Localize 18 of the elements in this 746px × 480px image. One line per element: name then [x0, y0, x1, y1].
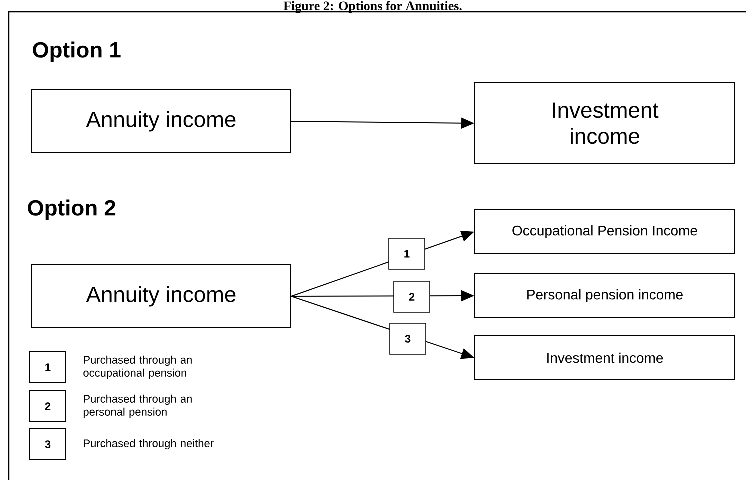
- option-heading: Option 2: [28, 200, 116, 220]
- figure-title: Figure 2: Options for Annuities.: [284, 1, 462, 14]
- option-heading: Option 1: [33, 42, 121, 62]
- income-box: Annuity income: [32, 264, 292, 328]
- key-text: Purchased through an personal pension: [84, 394, 192, 418]
- key-box: 2: [30, 390, 66, 422]
- key-box: 3: [30, 428, 66, 460]
- edge-label: 3: [390, 323, 426, 355]
- key-text: Purchased through an occupational pension: [84, 356, 192, 380]
- key-text: Purchased through neither: [84, 439, 214, 450]
- income-box: Occupational Pension Income: [474, 210, 736, 254]
- edge-label: 1: [388, 238, 426, 270]
- income-box: Annuity income: [32, 90, 292, 154]
- income-box: Investment income: [474, 82, 736, 164]
- edge-label: 2: [394, 281, 430, 313]
- income-box: Personal pension income: [474, 274, 736, 318]
- income-box: Investment income: [474, 336, 736, 380]
- key-box: 1: [30, 352, 66, 384]
